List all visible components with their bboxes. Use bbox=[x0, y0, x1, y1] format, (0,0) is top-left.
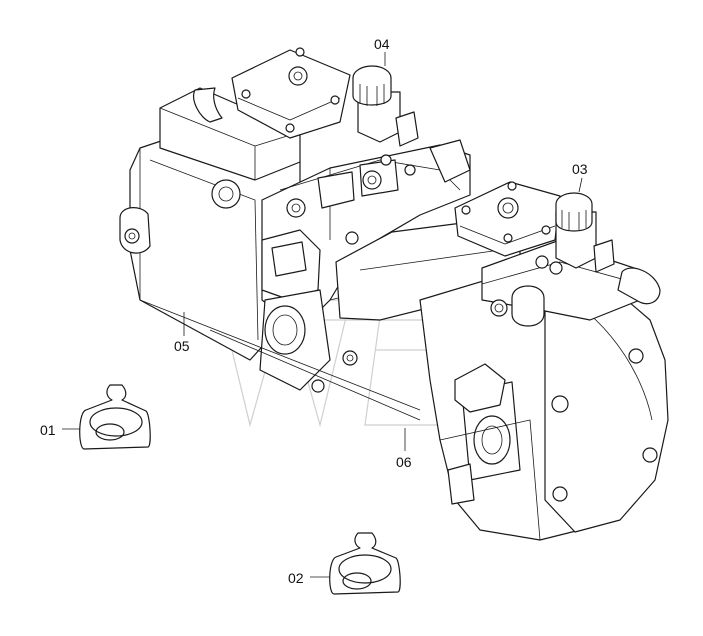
callout-04: 04 bbox=[374, 36, 390, 52]
callout-03: 03 bbox=[572, 161, 588, 177]
callout-01: 01 bbox=[40, 422, 56, 438]
seal-kit-02 bbox=[329, 532, 401, 595]
seal-kit-01 bbox=[79, 384, 151, 450]
rear-regulator bbox=[159, 47, 351, 209]
front-pump-body bbox=[419, 269, 669, 541]
callout-02: 02 bbox=[288, 570, 304, 586]
callout-06: 06 bbox=[396, 454, 412, 470]
pressure-valve-03 bbox=[555, 192, 661, 305]
pressure-valve-04 bbox=[352, 65, 419, 147]
callout-05: 05 bbox=[174, 338, 190, 354]
pump-body-lines bbox=[139, 221, 521, 421]
